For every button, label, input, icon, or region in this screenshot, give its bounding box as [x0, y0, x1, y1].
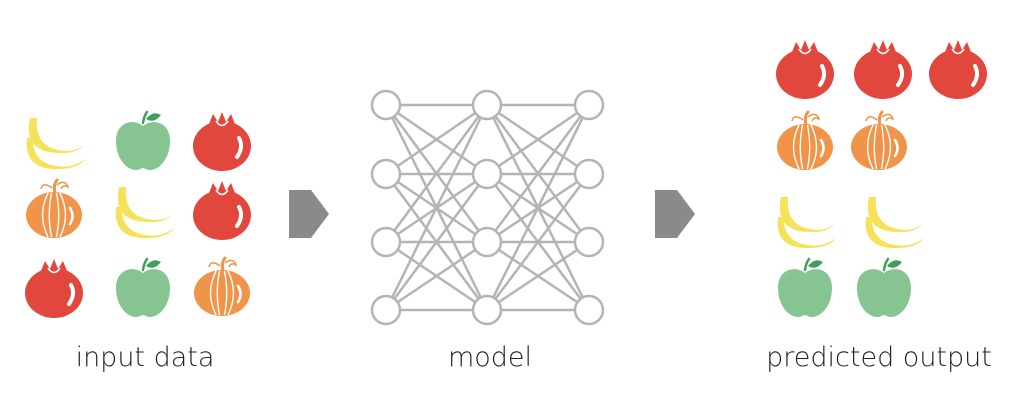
- input-pomegranate-icon: [25, 259, 83, 318]
- arrow-model-to-output-icon: [655, 190, 695, 238]
- network-edge: [485, 104, 591, 311]
- input-banana-icon: [115, 187, 174, 239]
- input-pumpkin-icon: [26, 178, 82, 238]
- output-pumpkin-icon: [777, 110, 833, 170]
- network-node: [471, 158, 503, 190]
- network-node: [573, 158, 605, 190]
- model-label: model: [447, 342, 533, 373]
- output-apple-icon: [857, 257, 911, 317]
- input-apple-icon: [116, 110, 170, 170]
- network-node: [573, 294, 605, 326]
- network-node: [370, 158, 402, 190]
- predicted-output-label: predicted output: [766, 342, 992, 373]
- input-apple-icon: [116, 257, 170, 317]
- network-connections: [384, 103, 591, 312]
- output-pumpkin-icon: [851, 110, 907, 170]
- input-pomegranate-icon: [193, 112, 251, 171]
- output-banana-icon: [865, 197, 924, 249]
- output-pomegranate-icon: [929, 40, 987, 99]
- input-data-group: [25, 110, 251, 318]
- network-node: [471, 89, 503, 121]
- input-pumpkin-icon: [194, 256, 250, 316]
- network-edge: [384, 104, 489, 311]
- network-edge: [385, 103, 488, 176]
- network-node: [573, 226, 605, 258]
- network-node: [471, 294, 503, 326]
- network-node: [370, 89, 402, 121]
- input-data-label: input data: [75, 342, 215, 373]
- output-pomegranate-icon: [854, 40, 912, 99]
- network-node: [573, 89, 605, 121]
- input-banana-icon: [26, 118, 85, 170]
- predicted-output-group: [776, 40, 987, 317]
- network-edge: [486, 173, 590, 311]
- neural-network-model: [370, 89, 605, 326]
- input-pomegranate-icon: [193, 181, 251, 240]
- network-edge: [485, 104, 591, 243]
- network-node: [370, 226, 402, 258]
- output-apple-icon: [778, 257, 832, 317]
- network-edge: [486, 240, 590, 312]
- network-node: [370, 294, 402, 326]
- arrow-input-to-model-icon: [289, 190, 329, 238]
- output-pomegranate-icon: [776, 40, 834, 99]
- network-node: [471, 226, 503, 258]
- network-edge: [384, 173, 489, 311]
- network-edge: [486, 103, 590, 176]
- network-edge: [385, 240, 488, 312]
- output-banana-icon: [777, 197, 836, 249]
- network-edge: [384, 104, 489, 243]
